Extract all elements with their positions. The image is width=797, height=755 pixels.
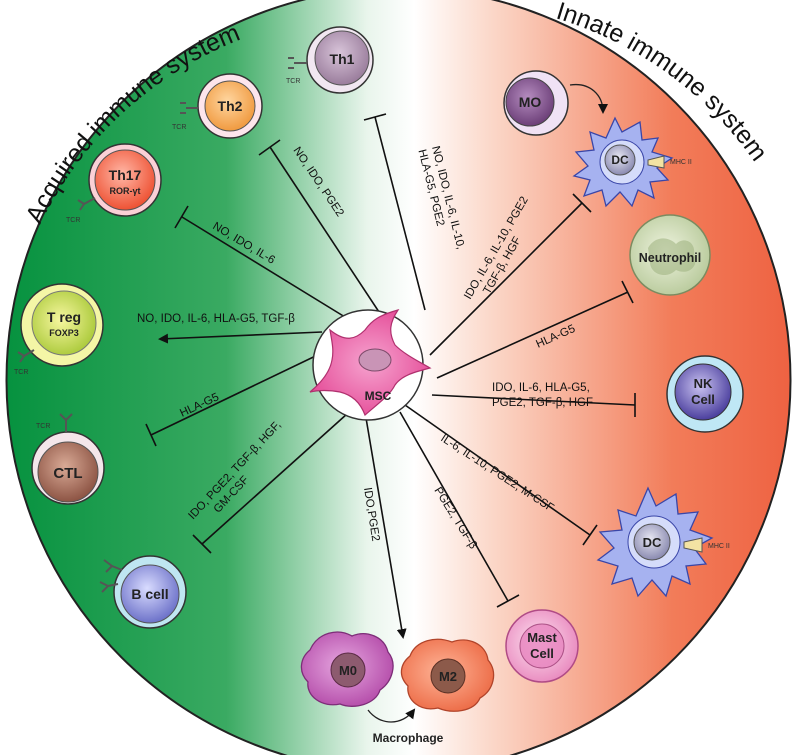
dc-top-cell: DC MHC II xyxy=(572,116,692,208)
neutrophil-cell: Neutrophil xyxy=(629,214,711,296)
svg-text:TCR: TCR xyxy=(66,217,80,224)
treg-cell: T reg FOXP3 TCR xyxy=(14,283,104,376)
mo-cell: MO xyxy=(503,70,608,136)
mast-cell: Mast Cell xyxy=(505,609,579,683)
macrophage-label: Macrophage xyxy=(373,731,444,745)
m2-cell: M2 Macrophage xyxy=(367,638,495,745)
line-th1 xyxy=(374,116,426,311)
label-nk: IDO, IL-6, HLA-G5, PGE2, TGF-β, HGF xyxy=(492,382,593,409)
line-nk xyxy=(431,394,636,406)
svg-text:DC: DC xyxy=(611,153,629,167)
svg-text:B cell: B cell xyxy=(131,586,168,602)
tcr-receptor-icon xyxy=(77,197,96,211)
line-neutrophil xyxy=(436,291,629,379)
line-treg xyxy=(158,331,323,344)
dc-bottom-cell: DC MHC II xyxy=(596,486,730,598)
tcr-receptor-icon xyxy=(288,57,307,69)
svg-text:MHC II: MHC II xyxy=(708,543,730,550)
antibody-icon xyxy=(99,559,123,593)
svg-text:FOXP3: FOXP3 xyxy=(49,328,79,338)
interaction-lines xyxy=(145,113,636,639)
nk-cell: NK Cell xyxy=(666,355,744,433)
svg-text:CTL: CTL xyxy=(53,465,82,482)
th2-cell: Th2 TCR xyxy=(172,73,263,139)
line-bcell xyxy=(201,404,358,545)
line-th17 xyxy=(181,216,359,326)
svg-text:ROR-γt: ROR-γt xyxy=(110,186,141,196)
bcell-cell: B cell xyxy=(99,555,187,629)
curved-arrow-icon xyxy=(569,83,608,114)
line-mast xyxy=(399,411,509,602)
svg-text:DC: DC xyxy=(643,535,662,550)
mhc-receptor-icon xyxy=(647,155,665,169)
msc-cell: MSC xyxy=(309,308,432,421)
svg-text:T reg: T reg xyxy=(47,309,81,325)
svg-text:TCR: TCR xyxy=(286,78,300,85)
svg-text:M0: M0 xyxy=(339,663,357,678)
svg-text:Th17: Th17 xyxy=(109,167,142,183)
svg-text:Mast: Mast xyxy=(527,630,557,645)
line-dc-top xyxy=(429,202,583,356)
th17-cell: Th17 ROR-γt TCR xyxy=(66,143,162,224)
svg-text:MSC: MSC xyxy=(365,389,392,403)
svg-text:Neutrophil: Neutrophil xyxy=(639,251,702,265)
tcr-receptor-icon xyxy=(180,102,198,114)
mhc-receptor-icon xyxy=(683,537,703,553)
th1-cell: Th1 TCR xyxy=(286,26,374,94)
svg-text:TCR: TCR xyxy=(14,369,28,376)
svg-text:TCR: TCR xyxy=(172,124,186,131)
svg-text:Th2: Th2 xyxy=(218,98,243,114)
svg-text:MO: MO xyxy=(519,94,542,110)
svg-text:MHC II: MHC II xyxy=(670,159,692,166)
svg-text:Cell: Cell xyxy=(691,392,715,407)
svg-text:NK: NK xyxy=(694,376,713,391)
curved-arrow-icon xyxy=(367,708,416,723)
line-macrophage xyxy=(364,411,407,639)
label-treg: NO, IDO, IL-6, HLA-G5, TGF-β xyxy=(137,313,295,325)
line-th2 xyxy=(269,146,384,319)
tcr-receptor-icon xyxy=(59,413,73,432)
m0-cell: M0 xyxy=(300,631,394,707)
svg-text:Cell: Cell xyxy=(530,646,554,661)
line-dc-bottom xyxy=(404,404,591,536)
ctl-cell: CTL TCR xyxy=(31,413,105,505)
svg-text:M2: M2 xyxy=(439,669,457,684)
svg-text:Th1: Th1 xyxy=(330,51,355,67)
svg-text:TCR: TCR xyxy=(36,423,50,430)
tcr-receptor-icon xyxy=(17,349,35,363)
line-ctl xyxy=(150,349,329,436)
